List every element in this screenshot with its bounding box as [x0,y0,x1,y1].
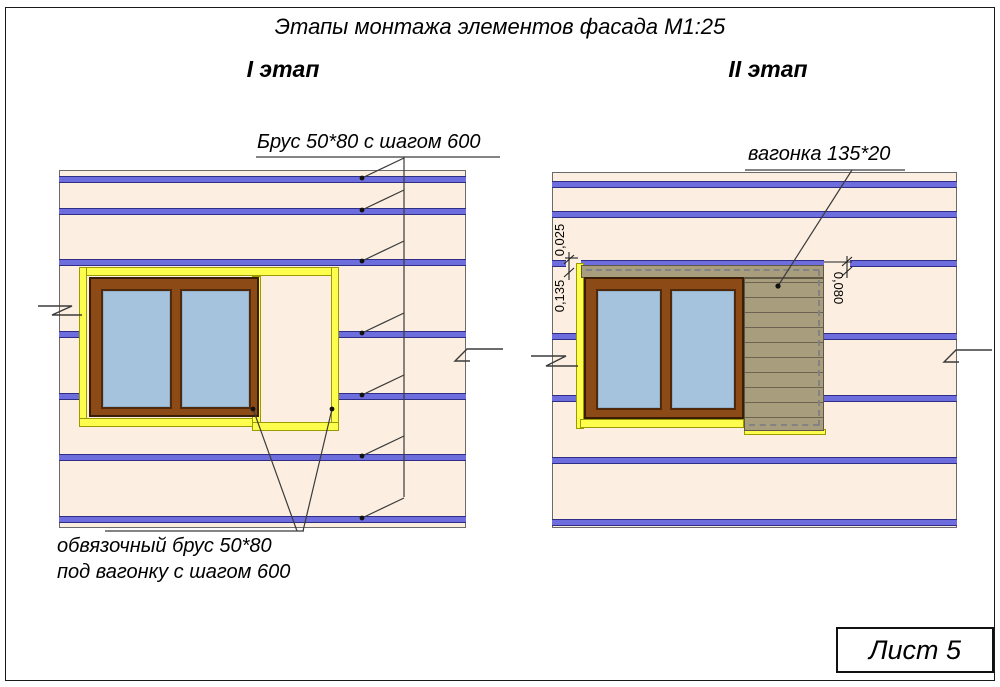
strapping-beam-top [79,267,339,276]
cladding-board-line [745,372,823,374]
cladding-board-line [745,312,823,314]
strapping-beam-bottom-right [252,422,339,431]
window-glass-pane [180,289,251,409]
stage1-wall-elevation [59,170,466,528]
window-glass-pane [596,289,662,410]
cladding-board-line [745,387,823,389]
strapping-beam-right [331,267,339,431]
batten-stripe [552,519,957,526]
strapping-beam-bottom [580,419,744,428]
strapping-note-line1: обвязочный брус 50*80 [57,535,272,557]
batten-stripe [59,454,466,461]
hidden-strapping-dashed-line [818,270,820,426]
dimension-batten-width: 0,080 [831,271,846,305]
sheet-border-frame [5,7,995,681]
stage1-label: I этап [246,56,320,82]
stage2-label: II этап [728,56,808,82]
drawing-title: Этапы монтажа элементов фасада М1:25 [274,14,726,39]
cladding-board-line [745,402,823,404]
cladding-panel [744,278,824,431]
cladding-board-line [745,417,823,419]
window-stage1 [89,277,259,417]
batten-note: Брус 50*80 с шагом 600 [257,131,481,153]
cladding-board-line [745,327,823,329]
strapping-note-line2: под вагонку с шагом 600 [57,561,291,583]
cladding-board-line [745,342,823,344]
strapping-beam-bottom [79,418,261,427]
cladding-board-line [745,357,823,359]
window-glass-pane [670,289,736,410]
hidden-strapping-dashed-line [586,269,819,271]
sheet-number-box: Лист 5 [836,627,994,673]
window-glass-pane [101,289,172,409]
batten-stripe [59,176,466,183]
batten-stripe [552,211,957,218]
stage2-wall-elevation [552,172,957,528]
window-stage2 [584,277,744,419]
sheet-number-label: Лист 5 [868,634,962,665]
hidden-strapping-dashed-line [749,424,819,426]
strapping-beam-left [79,267,87,427]
cladding-board-line [745,282,823,284]
batten-stripe [59,208,466,215]
batten-stripe [59,516,466,523]
cladding-board-line [745,297,823,299]
batten-stripe [552,181,957,188]
batten-stripe [552,457,957,464]
dimension-board-width: 0,135 [552,279,567,313]
strapping-beam-left [576,263,584,429]
dimension-gap: 0,025 [552,223,567,257]
batten-stripe [59,259,466,266]
cladding-note: вагонка 135*20 [748,143,891,165]
